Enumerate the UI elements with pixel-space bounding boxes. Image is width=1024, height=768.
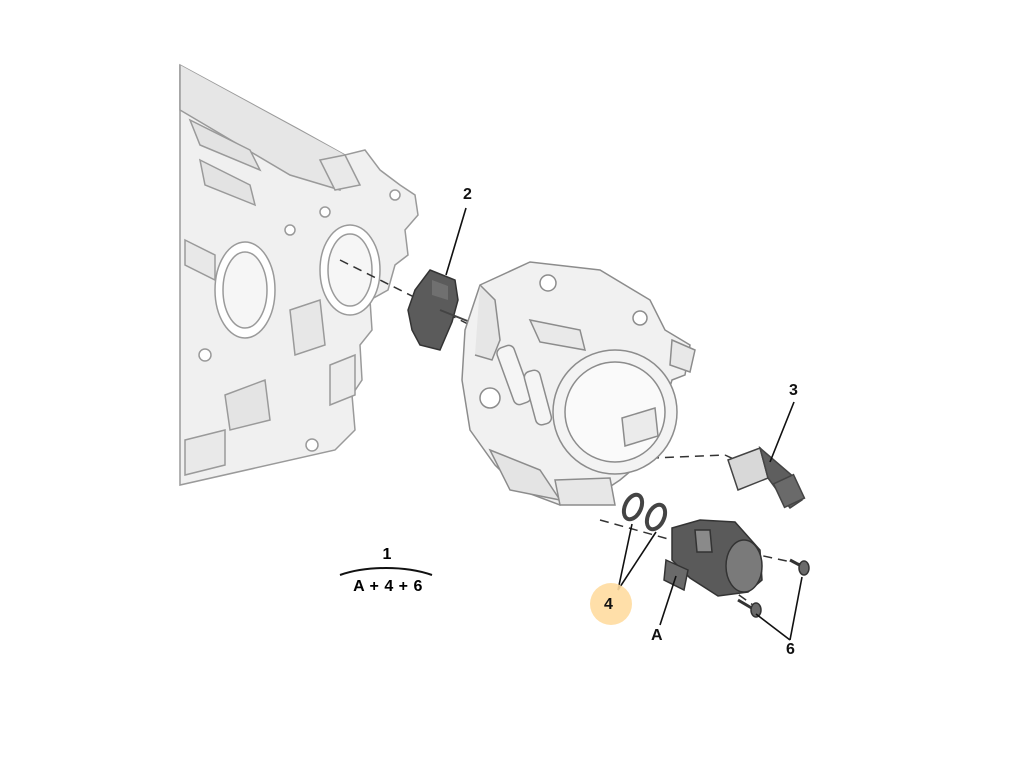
cylinder-head-drawing bbox=[179, 63, 419, 486]
callout-4-label: 4 bbox=[604, 596, 613, 613]
callout-2-label: 2 bbox=[463, 186, 472, 203]
leader-lines bbox=[445, 207, 803, 641]
coupling-drawing bbox=[407, 269, 471, 351]
callout-4-highlight bbox=[590, 583, 632, 625]
formula-bracket bbox=[339, 566, 433, 576]
formula-assembly-number: 1 bbox=[382, 546, 392, 563]
regulator-valve-drawing bbox=[663, 519, 763, 597]
o-ring-seals-drawing bbox=[621, 492, 668, 532]
formula-composition: A + 4 + 6 bbox=[353, 578, 423, 595]
callout-a-label: A bbox=[651, 627, 663, 644]
sensor-drawing bbox=[727, 445, 806, 510]
high-pressure-pump-drawing bbox=[461, 261, 696, 506]
callout-6-label: 6 bbox=[786, 641, 795, 658]
screws-drawing bbox=[737, 558, 810, 618]
callout-3-label: 3 bbox=[789, 382, 798, 399]
